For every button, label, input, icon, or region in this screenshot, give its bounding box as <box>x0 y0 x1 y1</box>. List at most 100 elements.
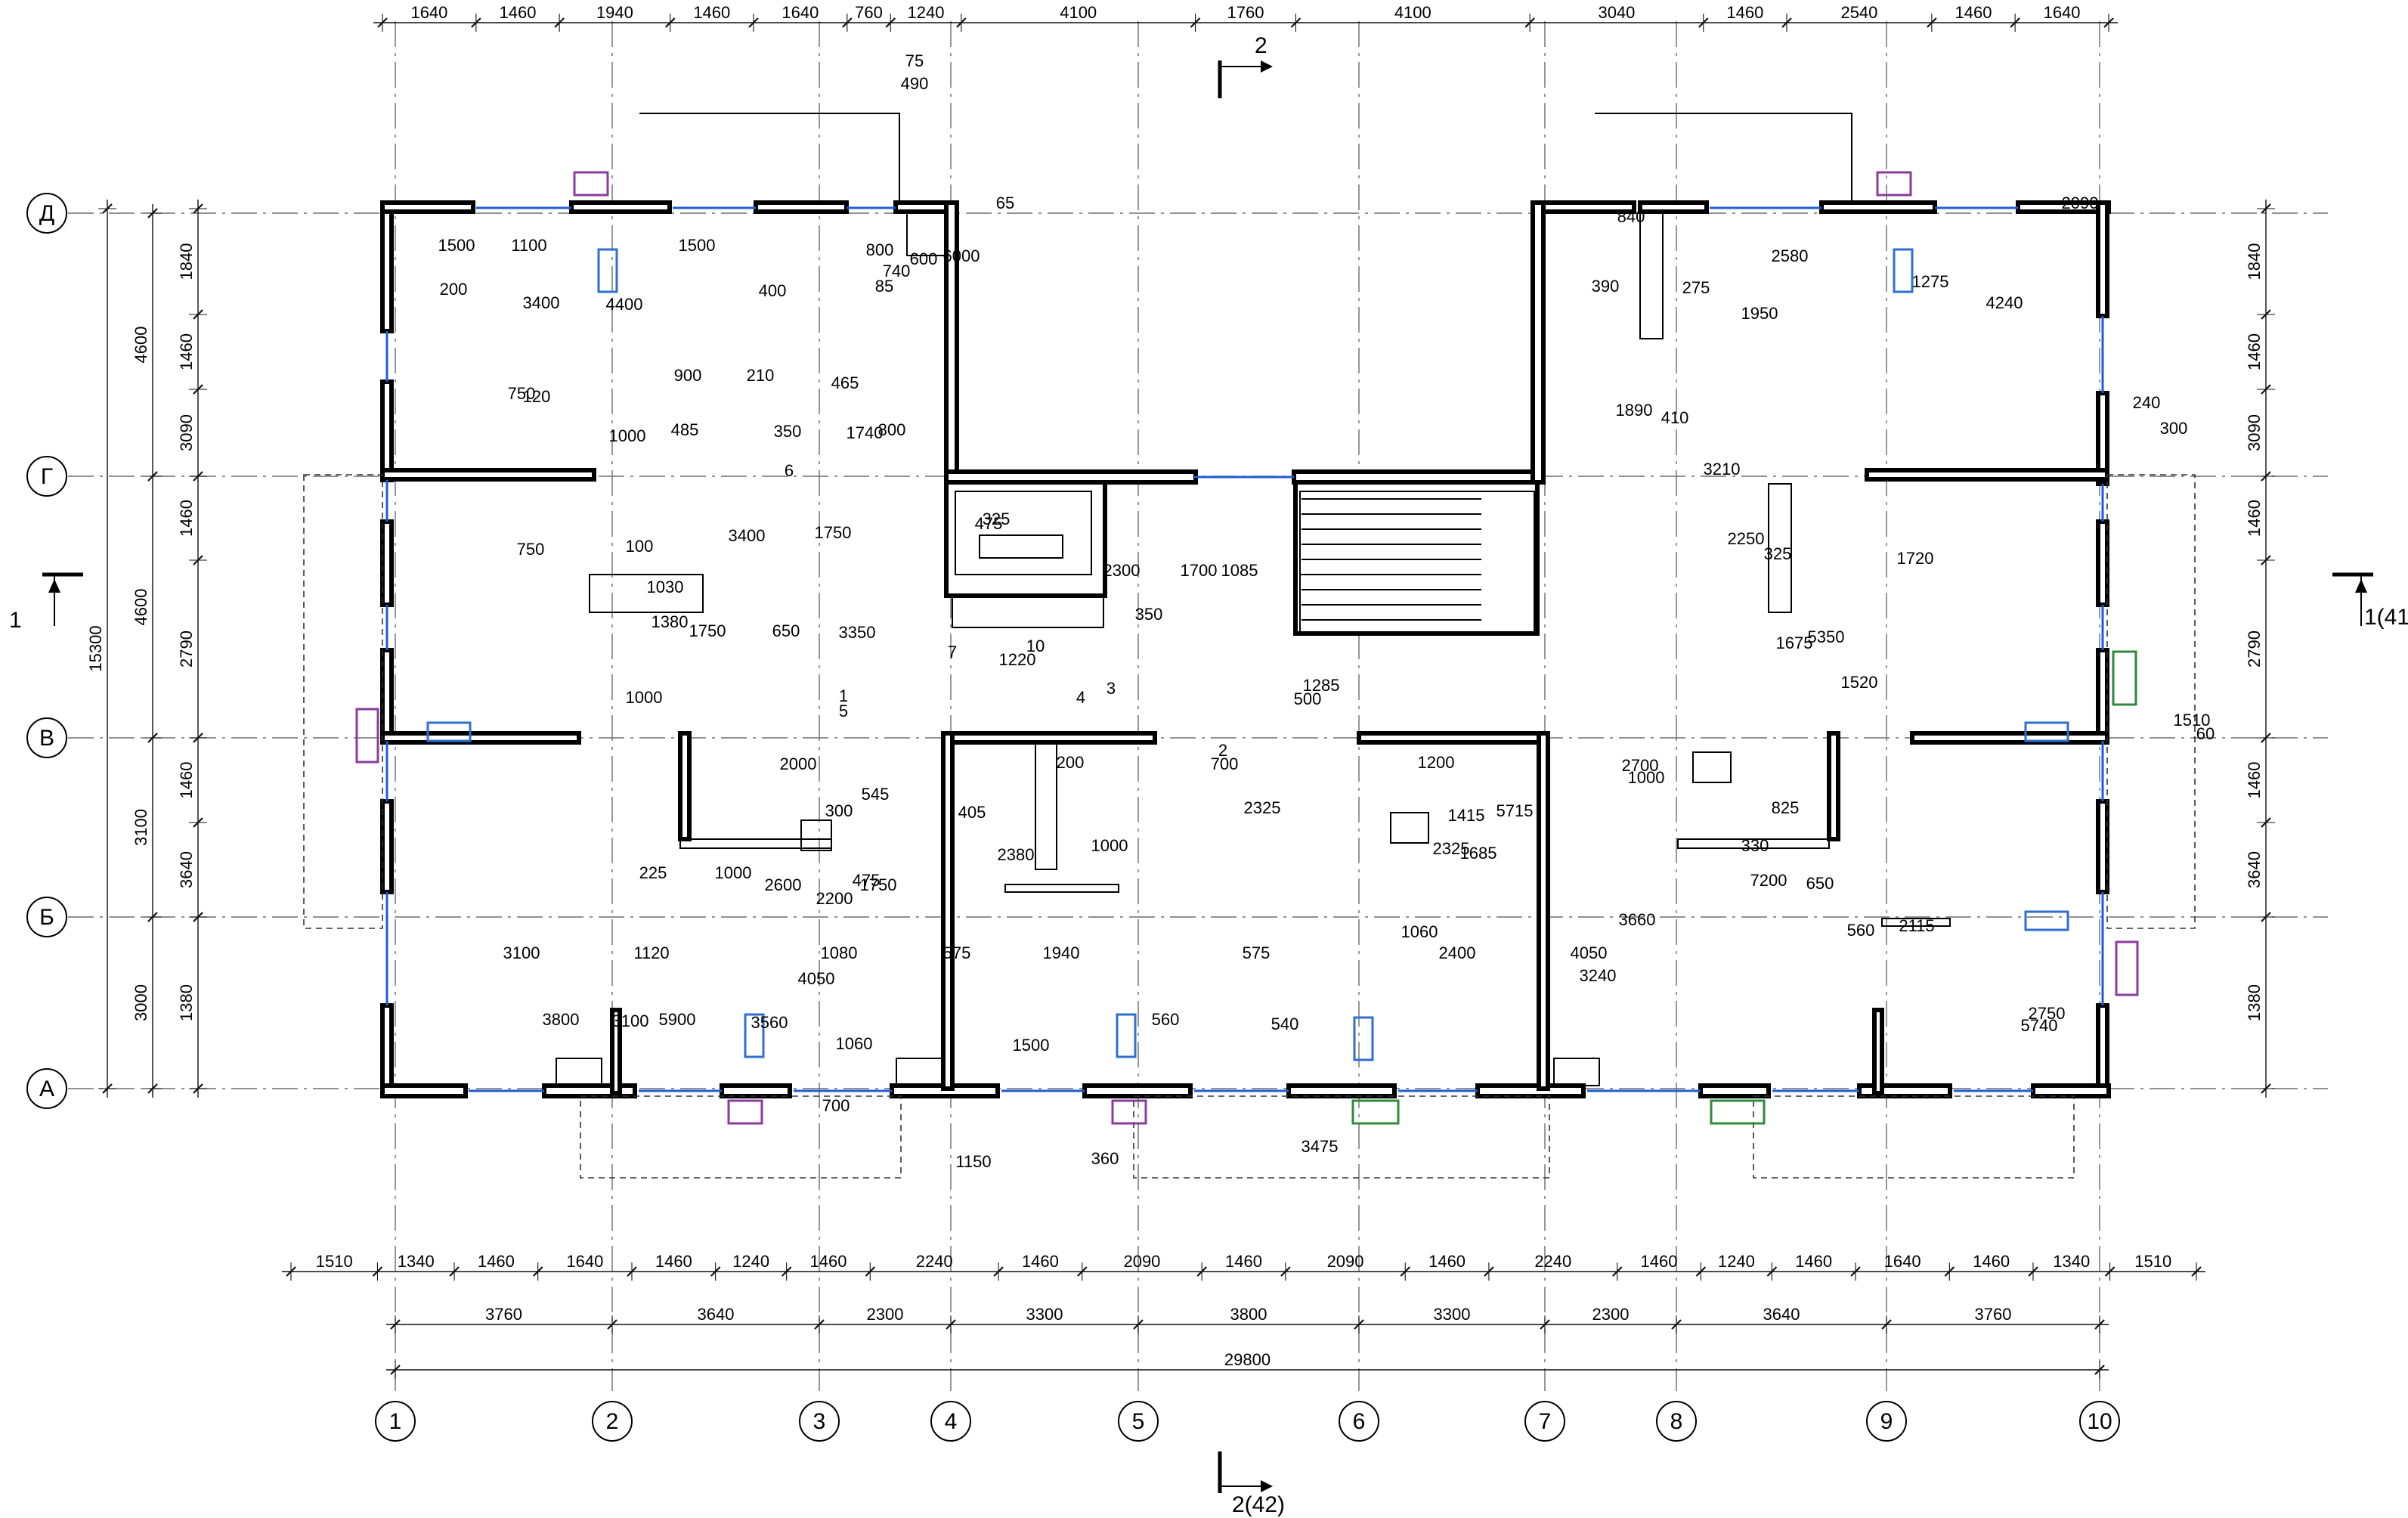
dimension-tick <box>193 471 203 482</box>
dimension-label: 1460 <box>2245 500 2264 537</box>
dimension-tick <box>1280 1266 1291 1277</box>
dimension-tick <box>1695 1266 1707 1277</box>
row-axis-label: А <box>39 1077 54 1101</box>
internal-dimension-label: 1285 <box>1303 676 1340 695</box>
internal-dimension-label: 740 <box>883 262 911 280</box>
cut-label-top: 2 <box>1255 33 1267 58</box>
internal-dimension-label: 2300 <box>1103 561 1141 580</box>
internal-dimension-label: 575 <box>1243 943 1271 962</box>
internal-dimension-label: 3400 <box>729 526 766 545</box>
sink <box>896 1058 942 1086</box>
dimension-tick <box>748 17 759 28</box>
internal-dimension-label: 750 <box>517 540 545 559</box>
cut-arrowhead-right <box>2355 579 2367 593</box>
partition-line <box>639 113 900 203</box>
dimension-tick <box>193 555 203 565</box>
internal-dimension-label: 1080 <box>821 943 858 962</box>
column-axis-label: 6 <box>1353 1409 1366 1434</box>
partition <box>1881 918 1951 927</box>
column-axis-bubble <box>375 1401 416 1442</box>
column-axis-bubble <box>1866 1401 1907 1442</box>
dimension-tick <box>2010 17 2020 28</box>
wall-segment <box>1537 731 1550 1091</box>
dimension-label: 1460 <box>2245 333 2264 370</box>
vent-icon <box>744 1013 765 1058</box>
dimension-tick <box>2261 471 2271 482</box>
internal-dimension-label: 2 <box>1218 741 1227 760</box>
vent-icon <box>2112 650 2137 706</box>
dimension-label: 3300 <box>1434 1305 1471 1324</box>
wall-segment <box>720 1083 792 1098</box>
dimension-tick <box>102 1083 113 1094</box>
internal-dimension-label: 575 <box>943 943 971 962</box>
dimension-label: 1640 <box>782 3 819 22</box>
internal-dimension-label: 1085 <box>1221 561 1258 580</box>
internal-dimension-label: 1675 <box>1776 634 1813 652</box>
dimension-label: 1460 <box>177 762 196 799</box>
vent-icon <box>2024 910 2069 931</box>
dimension-label: 1340 <box>2053 1252 2090 1271</box>
internal-dimension-label: 200 <box>440 280 468 299</box>
dimension-tick <box>781 1266 792 1277</box>
vent-icon <box>2024 721 2069 742</box>
internal-dimension-label: 330 <box>1741 836 1769 855</box>
partition <box>1004 884 1119 893</box>
internal-dimension-label: 3350 <box>839 623 876 642</box>
row-axis-bubble <box>26 456 67 497</box>
dimension-label: 2790 <box>177 630 196 668</box>
internal-dimension-label: 5 <box>839 702 848 720</box>
dimension-label: 3760 <box>1975 1305 2012 1324</box>
internal-dimension-label: 545 <box>862 785 890 804</box>
dimension-tick <box>607 1319 617 1330</box>
column-axis-label: 7 <box>1539 1409 1552 1434</box>
dimension-label: 2090 <box>1327 1252 1364 1271</box>
dimension-tick <box>2191 1266 2202 1277</box>
internal-dimension-label: 6000 <box>943 246 980 265</box>
shaft <box>906 209 946 256</box>
dimension-tick <box>1927 17 1937 28</box>
internal-dimension-label: 650 <box>772 621 800 640</box>
cut-label-bottom: 2(42) <box>1232 1492 1285 1517</box>
vent-icon <box>1351 1099 1400 1125</box>
dimension-label: 4600 <box>132 327 150 364</box>
dimension-tick <box>664 17 676 28</box>
dimension-tick <box>2103 17 2114 28</box>
wall-segment <box>380 519 394 607</box>
wall-segment <box>380 648 394 743</box>
dimension-label: 1760 <box>1227 3 1264 22</box>
column-axis-label: 4 <box>945 1409 958 1434</box>
dimension-tick <box>885 17 896 28</box>
internal-dimension-label: 3100 <box>612 1011 649 1030</box>
vent-icon <box>1893 248 1914 293</box>
partition-line <box>1595 113 1852 203</box>
vent-icon <box>727 1099 763 1125</box>
dimension-label: 1240 <box>908 3 945 22</box>
dimension-label: 1460 <box>177 333 196 370</box>
dimension-label: 1640 <box>566 1252 603 1271</box>
internal-dimension-label: 1950 <box>1741 304 1778 323</box>
internal-dimension-label: 560 <box>1152 1010 1180 1029</box>
column-axis-bubble <box>930 1401 971 1442</box>
dimension-tick <box>2261 309 2271 320</box>
dimension-tick <box>1524 17 1535 28</box>
dimension-label: 1640 <box>2044 3 2081 22</box>
dimension-tick <box>1290 17 1301 28</box>
dimension-tick <box>147 733 158 743</box>
dimension-tick <box>710 1266 721 1277</box>
dimension-tick <box>147 912 158 922</box>
internal-dimension-label: 2380 <box>998 845 1035 864</box>
dimension-tick <box>193 817 203 828</box>
dimension-label: 1340 <box>398 1252 435 1271</box>
wall-segment <box>1827 731 1840 841</box>
dimension-tick <box>2028 1266 2038 1277</box>
internal-dimension-label: 1275 <box>1912 272 1949 291</box>
dimension-tick <box>1190 17 1201 28</box>
internal-dimension-label: 3800 <box>543 1010 580 1029</box>
dimension-tick <box>2094 1365 2105 1375</box>
stair-outline <box>1299 491 1535 636</box>
row-axis-bubble <box>26 897 67 937</box>
internal-dimension-label: 2115 <box>1899 916 1934 935</box>
vent-icon <box>2115 940 2139 996</box>
